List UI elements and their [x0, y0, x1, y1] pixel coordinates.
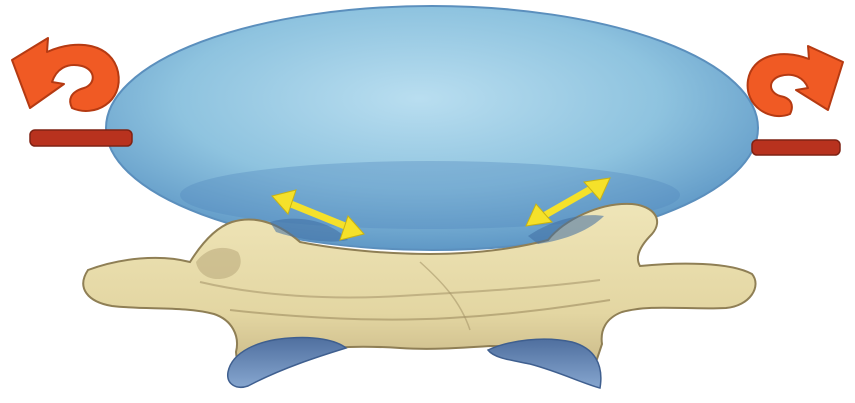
- right-cartilage: [488, 339, 601, 388]
- left-rod: [30, 130, 132, 146]
- right-rod: [752, 140, 840, 155]
- curved-rotation-arrow-icon: [12, 38, 119, 111]
- curved-rotation-arrow-icon: [748, 46, 843, 116]
